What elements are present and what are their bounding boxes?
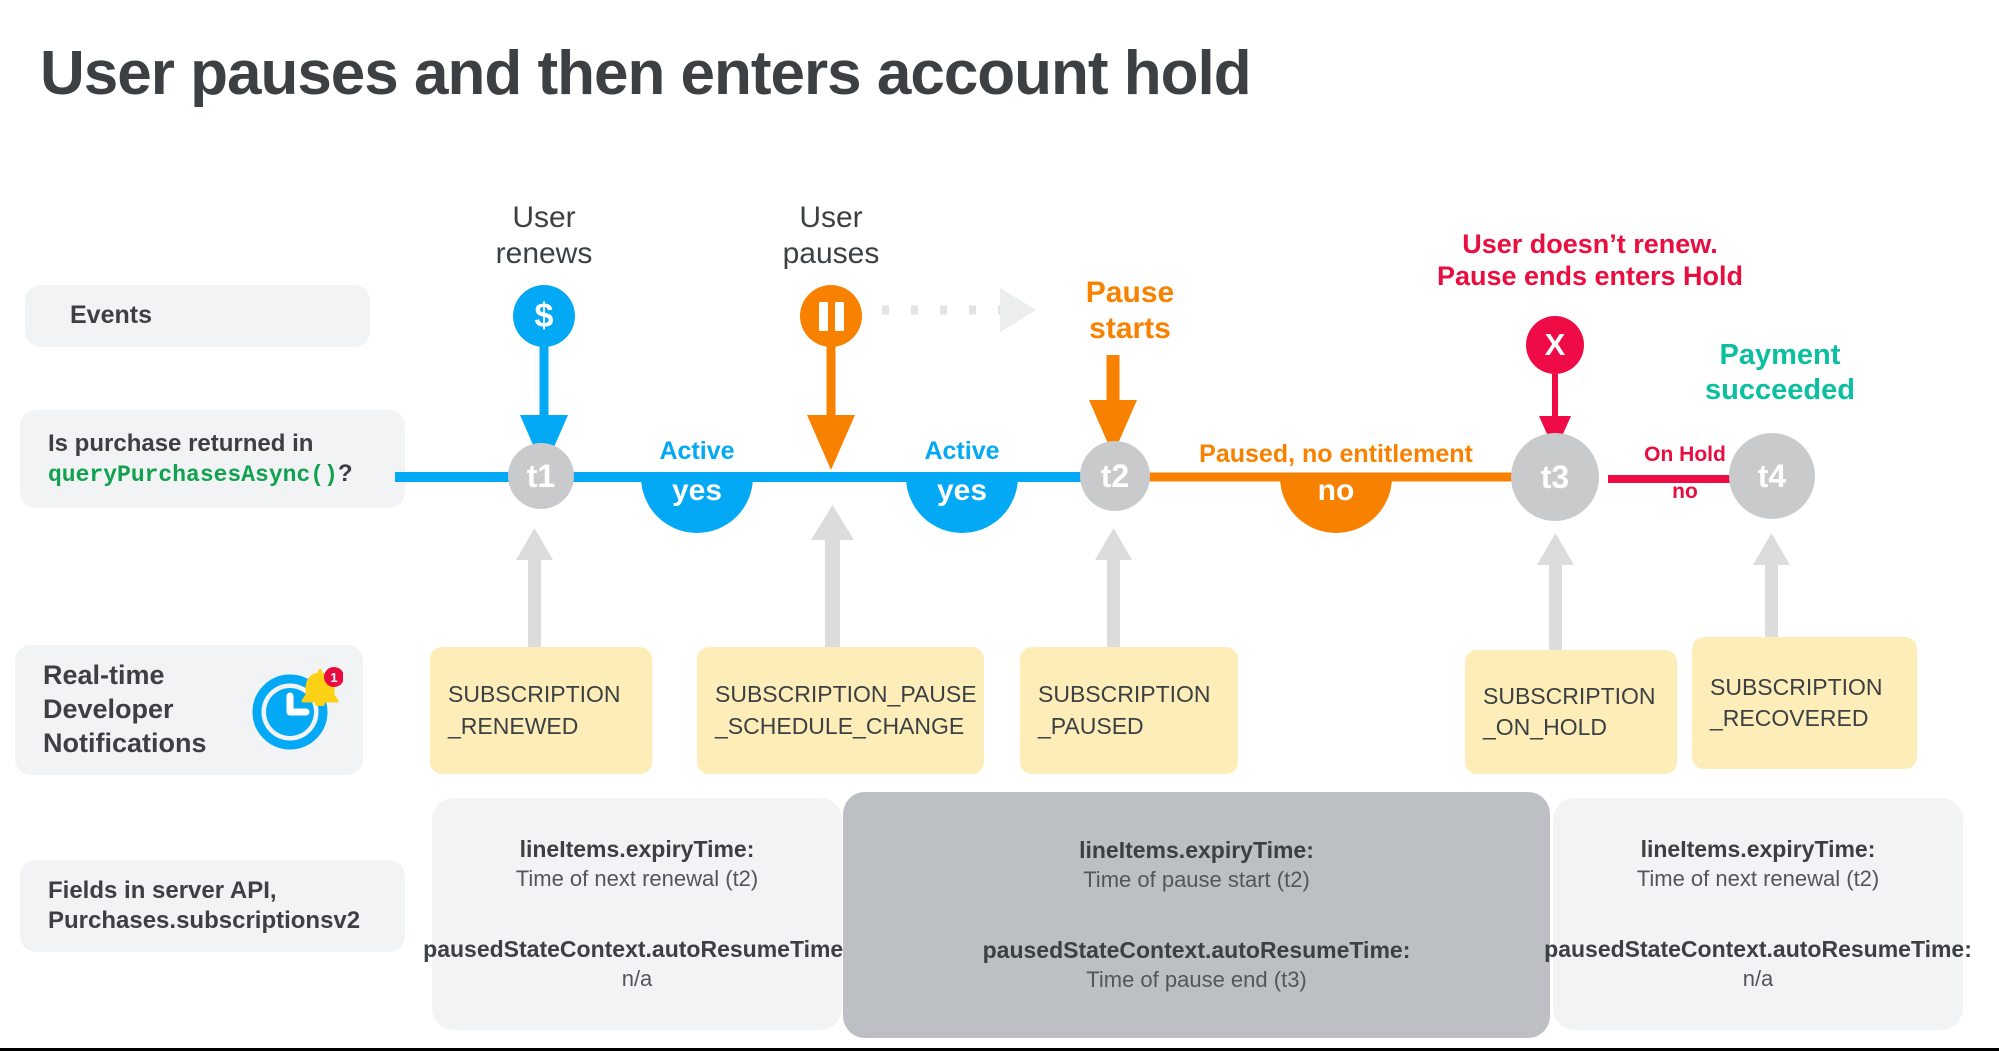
row-label-query-purchases: Is purchase returned in queryPurchasesAs… xyxy=(20,410,405,508)
x-icon: X xyxy=(1526,316,1584,374)
notification-box-pause-schedule-change-label: SUBSCRIPTION_PAUSE _SCHEDULE_CHANGE xyxy=(715,681,977,739)
row-label-events: Events xyxy=(25,285,370,347)
fields-panel-3-expiry-value: Time of next renewal (t2) xyxy=(1636,866,1880,891)
segment-state-4: On Hold xyxy=(1644,443,1726,466)
notification-box-pause-schedule-change: SUBSCRIPTION_PAUSE _SCHEDULE_CHANGE xyxy=(697,647,984,774)
fields-panel-1-resume-value: n/a xyxy=(621,966,653,991)
segment-answer-4: no xyxy=(1672,480,1698,503)
x-glyph: X xyxy=(1544,327,1566,362)
notification-box-on-hold: SUBSCRIPTION _ON_HOLD xyxy=(1465,650,1677,774)
segment-state-3: Paused, no entitlement xyxy=(1199,440,1473,468)
pause-dotted-connector xyxy=(882,288,1036,332)
rtdn-up-arrow-3 xyxy=(1095,528,1132,650)
dollar-glyph: $ xyxy=(534,296,554,335)
notification-box-recovered: SUBSCRIPTION _RECOVERED xyxy=(1692,637,1917,769)
segment-state-2: Active xyxy=(924,437,1000,465)
timeline-node-t1-label: t1 xyxy=(526,457,556,494)
row-label-rtdn-text: Real-time Developer Notifications xyxy=(43,660,207,758)
notification-box-paused: SUBSCRIPTION _PAUSED xyxy=(1020,647,1238,774)
fields-panel-2-expiry-value: Time of pause start (t2) xyxy=(1083,867,1310,892)
notification-box-renewed-label: SUBSCRIPTION _RENEWED xyxy=(448,681,621,739)
fields-panel-3-expiry-key: lineItems.expiryTime: xyxy=(1640,836,1876,862)
event-label-pause-starts: Pause starts xyxy=(1085,276,1175,345)
query-label-suffix: ? xyxy=(337,459,353,487)
fields-panel-3-expiry: lineItems.expiryTime: Time of next renew… xyxy=(1637,836,1880,892)
dollar-icon: $ xyxy=(513,285,575,347)
pause-starts-drop-arrow xyxy=(1089,355,1137,455)
pause-drop-arrow xyxy=(807,345,855,470)
fields-panel-1-expiry: lineItems.expiryTime: Time of next renew… xyxy=(516,836,759,892)
fields-panel-3: lineItems.expiryTime: Time of next renew… xyxy=(1544,798,1972,1030)
clock-bell-notification-icon: 1 xyxy=(248,660,344,755)
fields-panel-1-resume: pausedStateContext.autoResumeTime: n/a xyxy=(423,936,851,992)
event-label-user-renews: User renews xyxy=(495,201,593,270)
fields-panel-3-resume: pausedStateContext.autoResumeTime: n/a xyxy=(1544,936,1972,992)
fields-panel-2-expiry: lineItems.expiryTime: Time of pause star… xyxy=(1079,837,1314,893)
timeline-node-t3: t3 xyxy=(1511,433,1599,521)
row-label-query-text: Is purchase returned in queryPurchasesAs… xyxy=(48,429,353,490)
rtdn-up-arrow-4 xyxy=(1537,533,1574,650)
fields-panel-1-resume-key: pausedStateContext.autoResumeTime: xyxy=(423,936,851,962)
page-title: User pauses and then enters account hold xyxy=(40,39,1252,108)
fields-panel-1: lineItems.expiryTime: Time of next renew… xyxy=(423,798,851,1030)
segment-state-1: Active xyxy=(659,437,735,465)
fields-panel-2-resume-key: pausedStateContext.autoResumeTime: xyxy=(982,937,1411,963)
notification-box-paused-label: SUBSCRIPTION _PAUSED xyxy=(1038,681,1211,739)
fields-panel-2-expiry-key: lineItems.expiryTime: xyxy=(1079,837,1314,863)
segment-answer-1: yes xyxy=(671,474,723,507)
timeline-node-t4-label: t4 xyxy=(1757,457,1787,494)
fields-panel-3-resume-value: n/a xyxy=(1742,966,1774,991)
query-label-prefix: Is purchase returned in xyxy=(48,429,314,457)
rtdn-up-arrow-1 xyxy=(516,528,553,650)
notification-box-renewed: SUBSCRIPTION _RENEWED xyxy=(430,647,652,774)
row-label-fields-text: Fields in server API, Purchases.subscrip… xyxy=(48,877,361,934)
pause-icon xyxy=(800,285,862,347)
timeline-node-t2: t2 xyxy=(1080,441,1150,511)
fields-panel-2-resume: pausedStateContext.autoResumeTime: Time … xyxy=(983,937,1411,993)
fields-panel-2-resume-value: Time of pause end (t3) xyxy=(1086,967,1307,992)
row-label-events-text: Events xyxy=(70,301,152,330)
query-purchases-async-code: queryPurchasesAsync() xyxy=(48,461,338,488)
fields-panel-3-resume-key: pausedStateContext.autoResumeTime: xyxy=(1544,936,1972,962)
event-label-user-doesnt-renew: User doesn’t renew. Pause ends enters Ho… xyxy=(1436,229,1744,292)
notification-box-recovered-label: SUBSCRIPTION _RECOVERED xyxy=(1710,673,1883,731)
timeline-node-t2-label: t2 xyxy=(1100,457,1130,494)
rtdn-up-arrow-2 xyxy=(811,505,854,650)
segment-answer-2: yes xyxy=(936,474,988,507)
rtdn-up-arrow-5 xyxy=(1753,533,1790,650)
row-label-fields: Fields in server API, Purchases.subscrip… xyxy=(20,860,405,952)
svg-text:1: 1 xyxy=(330,670,337,685)
timeline-node-t1: t1 xyxy=(508,443,574,509)
pause-bars xyxy=(818,301,844,331)
fields-panel-1-expiry-value: Time of next renewal (t2) xyxy=(515,866,759,891)
event-label-user-pauses: User pauses xyxy=(782,201,880,270)
rtdn-up-arrows xyxy=(516,505,1790,650)
fields-panel-2: lineItems.expiryTime: Time of pause star… xyxy=(843,792,1550,1038)
segment-answer-3: no xyxy=(1317,474,1355,507)
timeline-node-t3-label: t3 xyxy=(1540,458,1570,495)
event-label-payment-succeeded: Payment succeeded xyxy=(1705,339,1855,406)
notification-box-on-hold-label: SUBSCRIPTION _ON_HOLD xyxy=(1483,682,1656,740)
fields-panel-1-expiry-key: lineItems.expiryTime: xyxy=(519,836,755,862)
timeline-node-t4: t4 xyxy=(1729,433,1815,519)
